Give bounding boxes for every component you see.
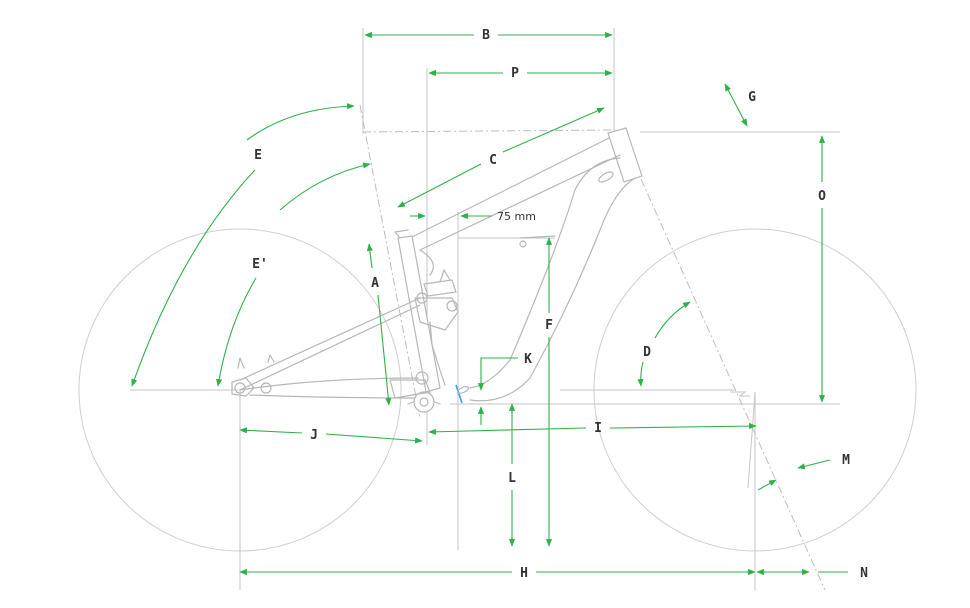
label-h: H <box>520 566 528 581</box>
label-a: A <box>371 276 379 291</box>
label-offset: 75 mm <box>497 210 536 223</box>
label-j: J <box>310 428 318 443</box>
label-f: F <box>545 318 553 333</box>
label-l: L <box>508 471 516 486</box>
label-p: P <box>511 66 519 81</box>
label-m: M <box>842 453 850 468</box>
label-o: O <box>818 189 826 204</box>
label-b: B <box>482 28 490 43</box>
label-k: K <box>524 352 532 367</box>
label-c: C <box>489 153 497 168</box>
dimension-labels: B P G E C O 75 mm E' A F D K I J M L H N <box>252 28 868 581</box>
dimension-lines <box>131 31 848 576</box>
label-e-prime: E' <box>252 257 268 272</box>
label-i: I <box>594 421 602 436</box>
label-n: N <box>860 566 868 581</box>
bike-frame <box>231 127 643 413</box>
label-d: D <box>643 345 651 360</box>
label-g: G <box>748 90 756 105</box>
label-e: E <box>254 148 262 163</box>
reference-lines <box>130 28 840 591</box>
